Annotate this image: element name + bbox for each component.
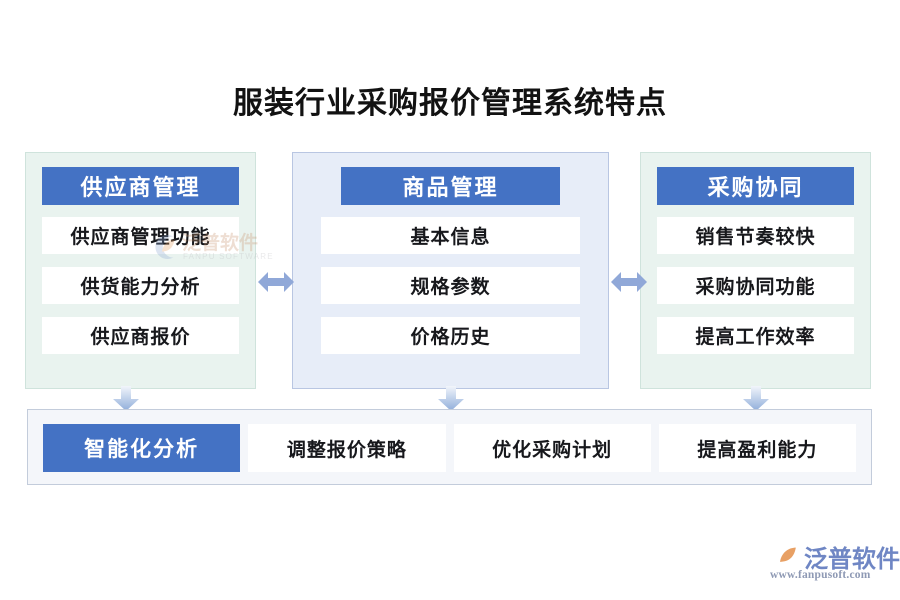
panel-supplier-management: 供应商管理 供应商管理功能 供货能力分析 供应商报价 <box>25 152 256 389</box>
panel-procurement-collaboration: 采购协同 销售节奏较快 采购协同功能 提高工作效率 <box>640 152 871 389</box>
bottom-item[interactable]: 提高盈利能力 <box>658 424 856 472</box>
panel-item[interactable]: 价格历史 <box>321 317 580 354</box>
bottom-item[interactable]: 优化采购计划 <box>453 424 651 472</box>
down-arrow-icon <box>438 386 464 411</box>
panel-header-product-management: 商品管理 <box>341 167 560 205</box>
brand-logo: 泛普软件 www.fanpusoft.com <box>768 539 900 587</box>
panel-item[interactable]: 供货能力分析 <box>42 267 239 304</box>
brand-url: www.fanpusoft.com <box>770 569 871 581</box>
double-headed-arrow-icon <box>258 272 294 292</box>
panel-item[interactable]: 供应商报价 <box>42 317 239 354</box>
panel-header-procurement-collaboration: 采购协同 <box>657 167 854 205</box>
panel-item[interactable]: 采购协同功能 <box>657 267 854 304</box>
bottom-item-list: 智能化分析 调整报价策略 优化采购计划 提高盈利能力 <box>43 424 856 472</box>
panel-item[interactable]: 销售节奏较快 <box>657 217 854 254</box>
down-arrow-icon <box>743 386 769 411</box>
panel-intelligent-analysis: 智能化分析 调整报价策略 优化采购计划 提高盈利能力 <box>27 409 872 485</box>
page-title: 服装行业采购报价管理系统特点 <box>233 87 667 120</box>
panel-header-supplier-management: 供应商管理 <box>42 167 239 205</box>
panel-item[interactable]: 规格参数 <box>321 267 580 304</box>
panel-item-list-product-management: 基本信息 规格参数 价格历史 <box>321 217 580 374</box>
bottom-item[interactable]: 调整报价策略 <box>248 424 446 472</box>
down-arrow-icon <box>113 386 139 411</box>
fanpu-logo-mark-icon <box>780 543 796 569</box>
panel-item[interactable]: 供应商管理功能 <box>42 217 239 254</box>
panel-item-list-supplier-management: 供应商管理功能 供货能力分析 供应商报价 <box>42 217 239 374</box>
panel-product-management: 商品管理 基本信息 规格参数 价格历史 <box>292 152 609 389</box>
bottom-highlight-label: 智能化分析 <box>43 424 241 472</box>
panel-item-list-procurement-collaboration: 销售节奏较快 采购协同功能 提高工作效率 <box>657 217 854 374</box>
double-headed-arrow-icon <box>611 272 647 292</box>
panel-item[interactable]: 提高工作效率 <box>657 317 854 354</box>
brand-name: 泛普软件 <box>804 546 900 573</box>
panel-item[interactable]: 基本信息 <box>321 217 580 254</box>
